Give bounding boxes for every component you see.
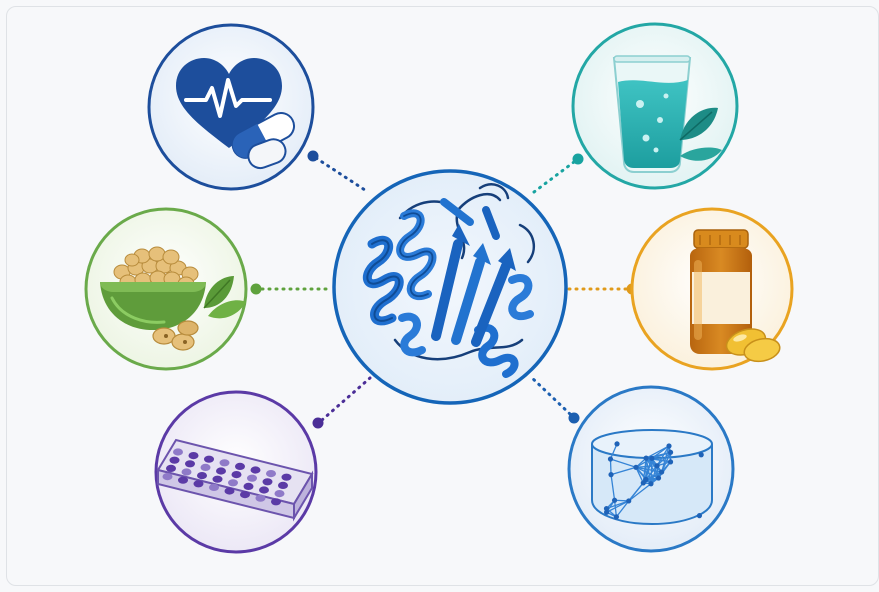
supplement-bottle-with-softgels-icon [690,229,781,363]
microplate-icon [156,438,314,522]
link-food [250,283,334,295]
hydrogel-network-node [667,449,674,455]
microplate-well [178,476,188,484]
microplate-well [197,472,207,480]
microplate-well [278,481,288,489]
microplate-well [169,456,180,464]
hydrogel-network-node [611,497,618,503]
link-medicine [307,150,370,194]
microplate-well [235,462,245,470]
hydrogel-network-node [626,498,632,504]
microplate-well [200,463,211,471]
link-beverage [532,153,584,194]
microplate-well [209,483,219,491]
food-node [84,207,248,371]
hydrogel-network-node [649,455,655,461]
link-assay [312,376,372,429]
microplate-well [204,455,214,463]
link-supplement [566,283,638,295]
microplate-well [228,479,238,487]
hydrogel-network-node [659,469,665,475]
hydrogel-network-node [608,472,614,478]
microplate-well [247,474,257,482]
soybean-bowl-icon [100,246,246,351]
hydrogel-network-icon [591,429,713,526]
microplate-well [259,486,269,494]
microplate-well [224,487,235,495]
supplement-node [630,207,794,371]
microplate-well [281,473,292,481]
hydrogel-network-node [643,455,649,461]
hydrogel-network-node [696,513,703,519]
medicine-node [147,23,315,191]
hydrogel-network-node [666,443,672,449]
microplate-well [166,464,176,472]
microplate-well [185,460,195,468]
center-protein-node [332,169,568,405]
microplate-well [250,466,261,474]
hydrogel-network-node [654,463,660,469]
microplate-well [271,498,281,506]
microplate-well [181,468,192,476]
heart-pulse-with-capsules-icon [176,58,296,170]
hydrogel-network-node [604,509,610,515]
protein-ribbon-structure-icon [363,183,536,378]
beverage-node [571,22,739,190]
assay-node [154,390,318,554]
link-hydrogel [528,374,580,424]
microplate-well [219,459,230,467]
microplate-well [274,490,285,498]
hydrogel-network-node [655,475,662,481]
microplate-well [243,482,254,490]
hydrogel-network-node [648,481,654,487]
microplate-well [193,480,204,488]
microplate-well [231,471,242,479]
hydrogel-network-node [698,452,704,458]
hydrogel-node [567,385,735,553]
microplate-well [188,452,199,460]
microplate-well [266,470,276,478]
microplate-well [262,478,273,486]
microplate-well [162,473,173,481]
water-glass-with-leaf-icon [612,55,722,173]
hydrogel-network-node [640,480,646,486]
hydrogel-network-node [613,514,620,520]
hydrogel-network-node [633,464,639,470]
hydrogel-network-node [607,456,614,462]
hydrogel-network-node [614,441,620,447]
microplate-well [212,475,223,483]
microplate-well [240,491,250,499]
hydrogel-network-node [667,459,674,465]
microplate-well [255,494,266,502]
microplate-well [216,467,226,475]
microplate-well [173,448,183,456]
hydrogel-network-node [603,505,610,512]
